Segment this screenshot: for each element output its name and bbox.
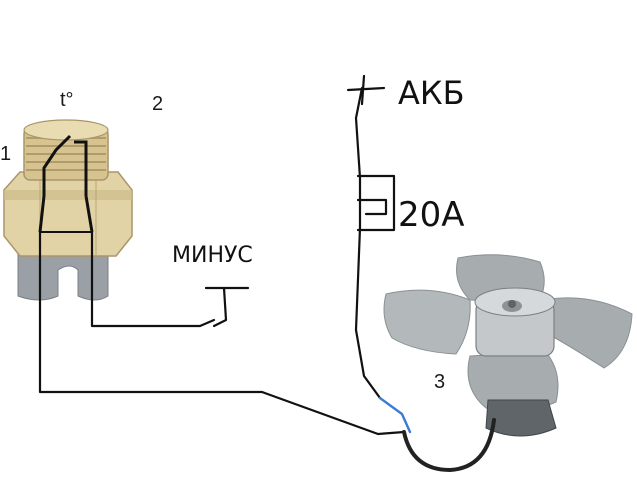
fan-power-cable — [402, 418, 496, 473]
sensor-number-label: 1 — [0, 143, 11, 165]
relay-number-label: 2 — [152, 93, 163, 115]
fuse-rating-label: 20А — [398, 195, 465, 235]
wire-blue-segment — [378, 396, 412, 434]
temperature-symbol-label: t° — [60, 89, 74, 111]
minus-ground-symbol — [204, 286, 250, 328]
fan-number-label: 3 — [434, 371, 445, 393]
fuse-box — [356, 174, 396, 232]
cooling-fan — [383, 254, 633, 437]
wire-sensor-to-minus — [90, 230, 216, 328]
wire-battery-to-fan — [354, 86, 382, 400]
wires — [38, 74, 406, 436]
wire-sensor-to-fan — [38, 230, 406, 436]
temperature-sensor — [3, 119, 133, 301]
battery-plus-sign — [346, 74, 386, 106]
battery-label: АКБ — [398, 74, 465, 112]
minus-label: МИНУС — [172, 243, 253, 268]
